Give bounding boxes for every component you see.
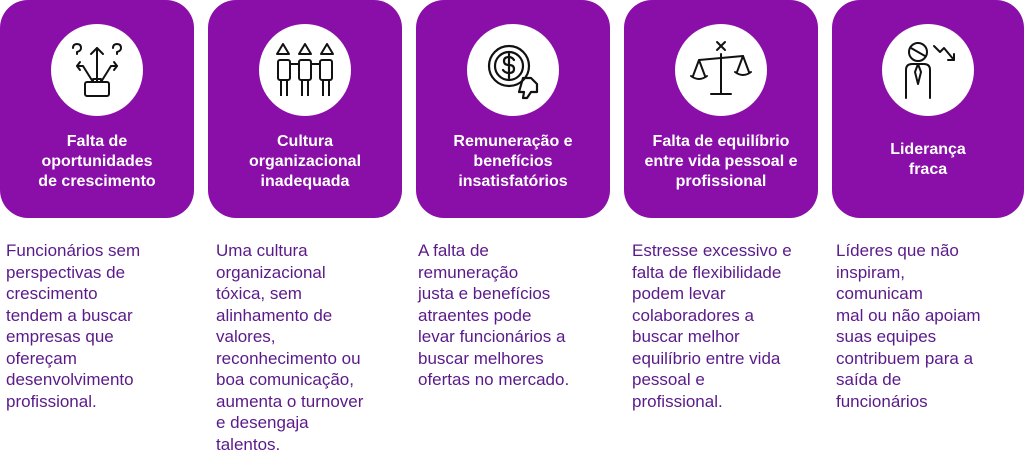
- card-description: Estresse excessivo e falta de flexibilid…: [632, 241, 792, 411]
- icon-circle: [467, 24, 559, 116]
- card-title: Falta de oportunidades de crescimento: [38, 133, 156, 190]
- card-organizational-culture: Cultura organizacional inadequada: [208, 0, 402, 218]
- icon-circle: [259, 24, 351, 116]
- card-title: Liderança fraca: [890, 141, 966, 178]
- card-description: Uma cultura organizacional tóxica, sem a…: [216, 241, 364, 451]
- card-title: Remuneração e benefícios insatisfatórios: [453, 133, 573, 190]
- card-description: Funcionários sem perspectivas de crescim…: [6, 241, 141, 411]
- card-weak-leadership: Liderança fraca: [832, 0, 1024, 218]
- icon-circle: [675, 24, 767, 116]
- icon-circle: [882, 24, 974, 116]
- card-title: Falta de equilíbrio entre vida pessoal e…: [644, 133, 798, 190]
- leader-decline-icon: [905, 42, 955, 99]
- card-description: A falta de remuneração justa e benefício…: [418, 241, 570, 389]
- card-work-life-balance: Falta de equilíbrio entre vida pessoal e…: [624, 0, 818, 218]
- card-description: Líderes que não inspiram, comunicam mal …: [836, 241, 981, 411]
- card-title: Cultura organizacional inadequada: [248, 133, 362, 190]
- team-warning-icon: [276, 43, 334, 96]
- card-growth-opportunities: Falta de oportunidades de crescimento: [0, 0, 194, 218]
- unbalanced-scale-icon: [690, 41, 752, 95]
- growth-arrows-briefcase-icon: [72, 43, 122, 97]
- icon-circle: [51, 24, 143, 116]
- money-thumbs-down-icon: [487, 44, 539, 100]
- card-compensation-benefits: Remuneração e benefícios insatisfatórios: [416, 0, 610, 218]
